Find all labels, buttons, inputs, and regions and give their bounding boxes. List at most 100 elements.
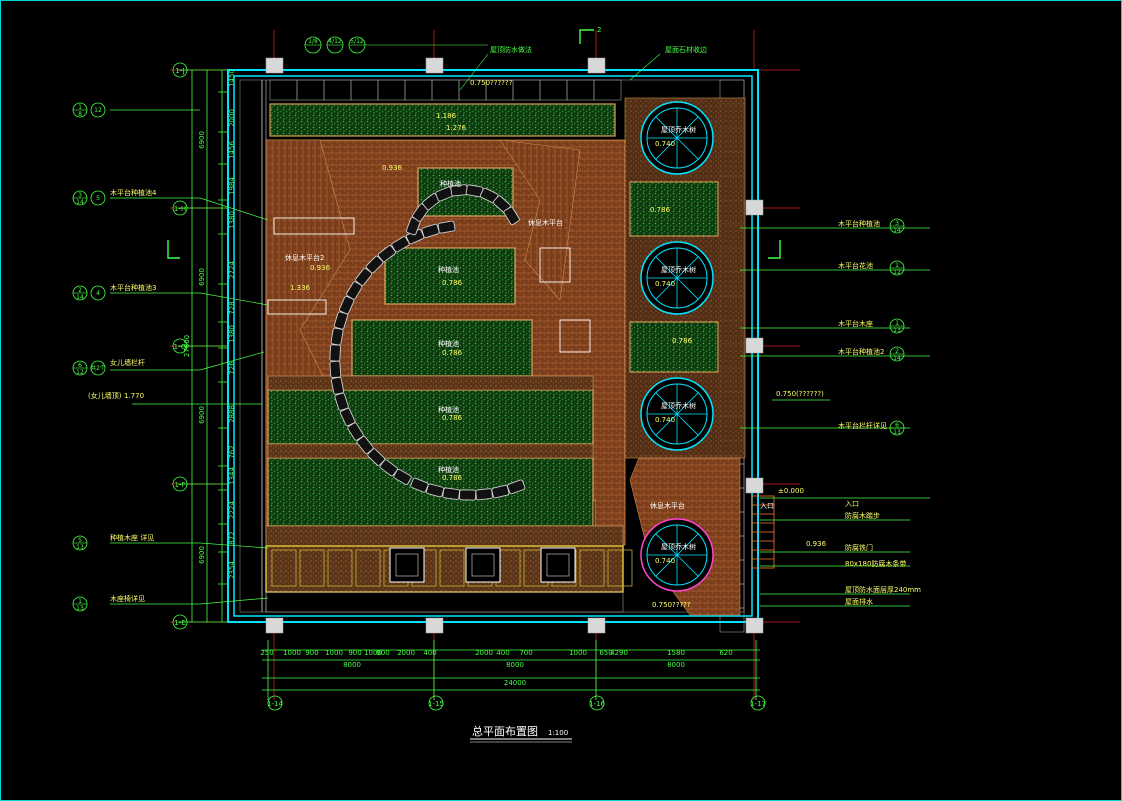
callout-ref-bottom: 14 — [893, 355, 901, 362]
top-callouts: 1/8 4/12 5/12 屋顶防水做法 屋面石材收边 2 — [304, 26, 707, 91]
top-ref-b: 4/12 — [328, 38, 342, 45]
left-callouts: 18123145木平台种植池42144木平台种植池3612共2个女儿墙栏杆(女儿… — [72, 102, 157, 612]
elev-0750-bottom: 0.750????? — [652, 601, 691, 609]
top-callout-1: 屋顶防水做法 — [490, 45, 532, 54]
stepping-stone — [356, 435, 374, 454]
stepping-stone — [329, 360, 342, 379]
top-ref-a: 1/8 — [308, 38, 318, 45]
elev-0750-right: 0.750(??????) — [776, 390, 824, 398]
dim-6900-a: 6900 — [198, 131, 206, 149]
stepping-stone — [393, 468, 412, 485]
callout-text: 女儿墙栏杆 — [110, 358, 145, 367]
callout-ref-top: 1 — [895, 320, 899, 327]
stepping-stone — [334, 392, 349, 411]
callout-text: 入口 — [845, 500, 859, 508]
dim-total-left: 27600 — [183, 335, 191, 357]
drawing-scale: 1:100 — [548, 729, 568, 737]
bench — [355, 549, 381, 587]
callout-sheet: 共2个 — [90, 364, 106, 372]
bottom-axis-markers: 1-14 1-15 1-16 1-17 — [267, 695, 766, 711]
bottom-dim-label: 1000 — [569, 649, 587, 657]
left-axis-markers: 1-J 1-H 1-G 1-F 1-E — [172, 62, 188, 630]
bottom-dim-label: 1000 — [283, 649, 301, 657]
callout-ref-top: 2 — [78, 287, 82, 294]
callout-text: 木座椅详见 — [110, 594, 145, 603]
tree-label: 屋顶乔木树 — [661, 265, 696, 274]
planter-label-3: 种植池 — [438, 339, 459, 348]
bottom-dim-label: 800 — [376, 649, 389, 657]
stepping-stone — [330, 327, 344, 346]
right-callout: 屋顶防水面层厚240mm — [845, 585, 921, 594]
right-callout: 80x180防腐木条带 — [845, 559, 906, 568]
callout-text: 木平台木座 — [838, 319, 873, 328]
entrance-stairs — [751, 495, 775, 569]
callout-text: 屋顶防水面层厚240mm — [845, 585, 921, 594]
callout-ref-bottom: 13 — [893, 429, 901, 436]
callout-ref-top: 1 — [78, 598, 82, 605]
inner-dim-label: 728 — [228, 301, 236, 314]
elev-0786-c: 0.786 — [442, 414, 463, 422]
tree-pit: 屋顶乔木树 0.740 — [640, 241, 714, 315]
elev-0786-d: 0.786 — [442, 474, 463, 482]
dim-6900-c: 6900 — [198, 406, 206, 424]
bottom-dim-label: 700 — [519, 649, 532, 657]
planter-label-2: 种植池 — [438, 265, 459, 274]
section-mark-top: 2 — [597, 26, 601, 34]
stepping-stone — [330, 376, 345, 395]
inner-dim-label: 1456 — [228, 141, 236, 159]
left-callout: (女儿墙顶)1.770 — [88, 391, 144, 400]
structural-columns — [265, 57, 764, 634]
inner-dim-label: 1984 — [228, 177, 236, 195]
column — [745, 199, 764, 216]
stepping-stone — [329, 344, 341, 362]
callout-text: 木平台种植池 — [838, 219, 880, 228]
bottom-dim-label: 650 — [599, 649, 612, 657]
inner-dim-label: 1380 — [228, 325, 236, 343]
right-callout: 防腐木踏步 — [845, 511, 880, 520]
stepping-stone — [339, 295, 355, 315]
inner-dim-label: 2000 — [228, 109, 236, 127]
elev-top: 0.750?????? — [470, 79, 513, 87]
small-planter-boxes — [267, 217, 591, 353]
callout-ref-top: 2 — [895, 348, 899, 355]
planter-right-inner — [629, 181, 719, 373]
bottom-dim-label: 250 — [260, 649, 273, 657]
elev-0936-a: 0.936 — [382, 164, 403, 172]
dim-8000-b: 8000 — [506, 661, 524, 669]
bench — [439, 549, 465, 587]
left-inner-dimensions: 1450200014561984138027247281380726288876… — [228, 69, 236, 579]
planter-label-5: 种植池 — [438, 465, 459, 474]
top-ref-c: 5/12 — [350, 38, 364, 45]
column — [425, 617, 444, 634]
tree-elevation: 0.740 — [655, 280, 675, 288]
callout-ref-bottom: 13 — [893, 327, 901, 334]
inner-dim-label: 872 — [228, 531, 236, 544]
axis-label-1J: 1-J — [175, 67, 184, 75]
bottom-dim-label: 2000 — [475, 649, 493, 657]
callout-text: 80x180防腐木条带 — [845, 559, 906, 568]
left-callout-leaders — [110, 109, 269, 605]
right-callout-leaders — [740, 227, 930, 607]
callout-text: 防腐铁门 — [845, 543, 873, 552]
bottom-dim-label: 620 — [719, 649, 732, 657]
right-callout: 木平台木座 113 — [838, 318, 905, 334]
callout-ref-bottom: 14 — [893, 227, 901, 234]
callout-ref-bottom: 14 — [76, 294, 84, 301]
elev-1276: 1.276 — [446, 124, 467, 132]
stepping-stone — [379, 459, 398, 477]
dim-6900-d: 6900 — [198, 546, 206, 564]
plaza-labels: 休息木平台 休息木平台2 休息木平台 种植池 种植池 种植池 种植池 种植池 入… — [285, 179, 774, 510]
callout-text: 木平台种植池4 — [110, 188, 157, 197]
bench-row — [265, 545, 633, 613]
column — [745, 477, 764, 494]
callout-ref-bottom: 12 — [893, 269, 901, 276]
stepping-stone — [437, 220, 456, 234]
